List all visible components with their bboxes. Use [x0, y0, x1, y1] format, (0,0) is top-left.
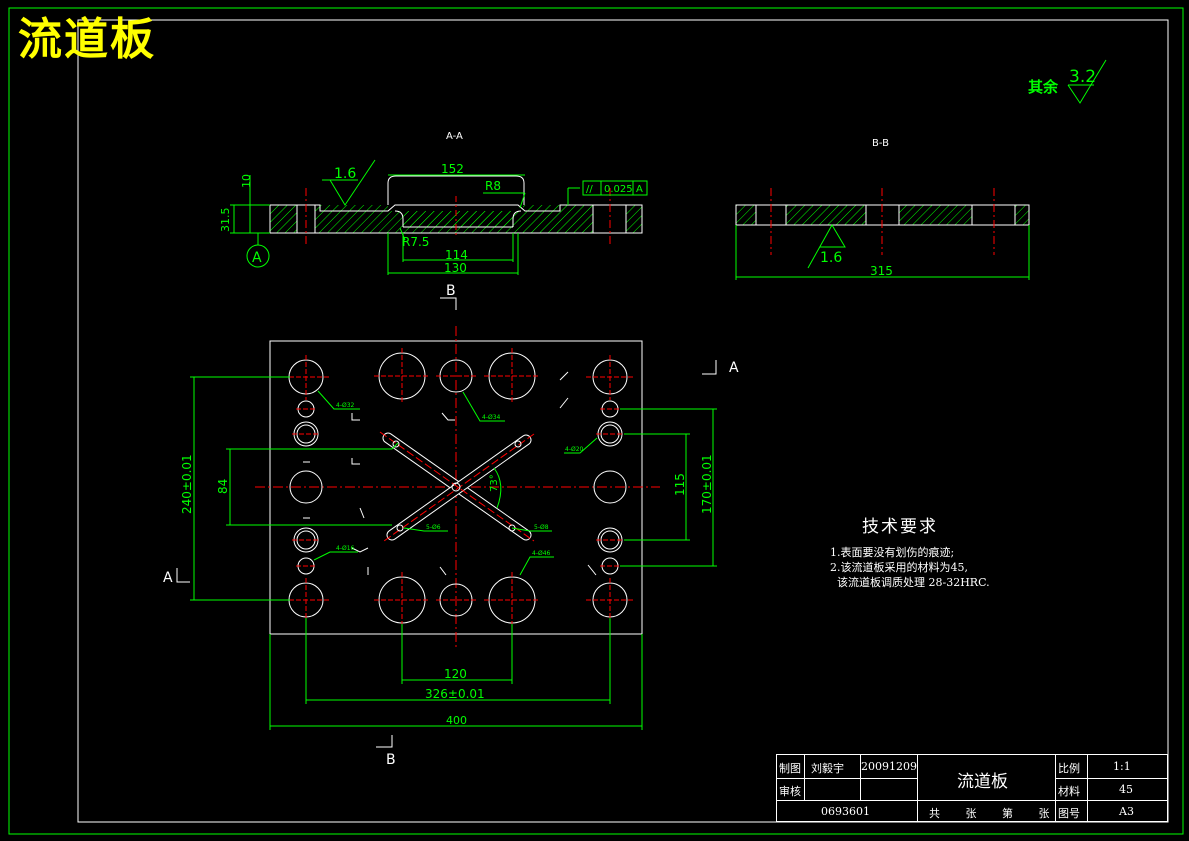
drawn-date: 20091209 [861, 760, 917, 773]
dim-326: 326±0.01 [425, 687, 485, 701]
callout-3: 5-Ø6 [426, 524, 441, 531]
cut-a-left: A [163, 570, 173, 586]
dim-315: 315 [870, 264, 893, 278]
sheet-text: 共 张 第 张 [929, 807, 1050, 820]
dim-400: 400 [446, 714, 467, 727]
roughness-default-value: 3.2 [1069, 67, 1096, 87]
datum-a: A [252, 250, 262, 266]
callout-1: 4-Ø34 [482, 414, 501, 421]
dim-115: 115 [673, 473, 687, 496]
dim-10: 10 [240, 174, 253, 188]
inner-border [77, 19, 1169, 823]
callout-5: 4-Ø16 [336, 545, 355, 552]
callout-6: 4-Ø46 [532, 550, 551, 557]
cut-b-top: B [446, 283, 456, 299]
dim-240: 240±0.01 [180, 454, 194, 514]
cut-a-right: A [729, 360, 739, 376]
scale-label: 比例 [1058, 762, 1080, 775]
tol-value: 0.025 [604, 184, 633, 195]
page-title: 流道板 [18, 14, 156, 65]
tech-requirements-title: 技术要求 [862, 517, 938, 537]
roughness-default-label: 其余 [1028, 78, 1059, 96]
section-bb: B-B 315 1.6 [735, 138, 1030, 280]
tol-symbol: // [586, 184, 593, 195]
callout-0: 4-Ø32 [336, 402, 355, 409]
tol-datum: A [636, 184, 643, 195]
dim-114: 114 [445, 248, 468, 262]
title-block: 制图 刘毅宇 20091209 审核 流道板 比例 1:1 材料 45 0693… [776, 754, 1168, 822]
dim-120: 120 [444, 667, 467, 681]
roughness-aa: 1.6 [334, 166, 356, 182]
material-value: 45 [1119, 783, 1133, 796]
plan-view: B B A A [163, 283, 739, 768]
callout-2: 4-Ø20 [565, 446, 584, 453]
drawing-number: 0693601 [821, 805, 870, 818]
part-name: 流道板 [957, 772, 1008, 792]
dim-r7-5: R7.5 [402, 235, 429, 249]
section-bb-label: B-B [872, 138, 889, 149]
tech-requirements: 技术要求 1.表面要没有划伤的痕迹; 2.该流道板采用的材料为45, 该流道板调… [830, 512, 990, 590]
roughness-default: 3.2 [1067, 59, 1107, 104]
drawing-no-value: A3 [1119, 805, 1134, 818]
callout-4: 5-Ø8 [534, 524, 549, 531]
dim-170: 170±0.01 [700, 454, 714, 514]
dim-31-5: 31.5 [219, 208, 232, 233]
cut-b-bottom: B [386, 752, 396, 768]
outer-border [8, 7, 1184, 835]
dim-angle: 73° [489, 474, 500, 492]
checked-label: 审核 [779, 785, 801, 798]
tech-item: 该流道板调质处理 28-32HRC. [830, 576, 990, 589]
tech-item: 1.表面要没有划伤的痕迹; [830, 546, 955, 559]
roughness-bb: 1.6 [820, 250, 842, 266]
dim-r8: R8 [485, 179, 501, 193]
drawn-name: 刘毅宇 [811, 762, 844, 775]
section-aa-label: A-A [446, 131, 463, 142]
dim-130: 130 [444, 261, 467, 275]
dim-84: 84 [216, 479, 230, 494]
dim-152: 152 [441, 162, 464, 176]
section-aa: A-A 152 10 31.5 R8 R7.5 [219, 131, 648, 275]
drawn-label: 制图 [779, 762, 801, 775]
material-label: 材料 [1058, 785, 1080, 798]
drawing-no-label: 图号 [1058, 807, 1080, 820]
scale-value: 1:1 [1113, 760, 1131, 773]
tech-item: 2.该流道板采用的材料为45, [830, 561, 968, 574]
